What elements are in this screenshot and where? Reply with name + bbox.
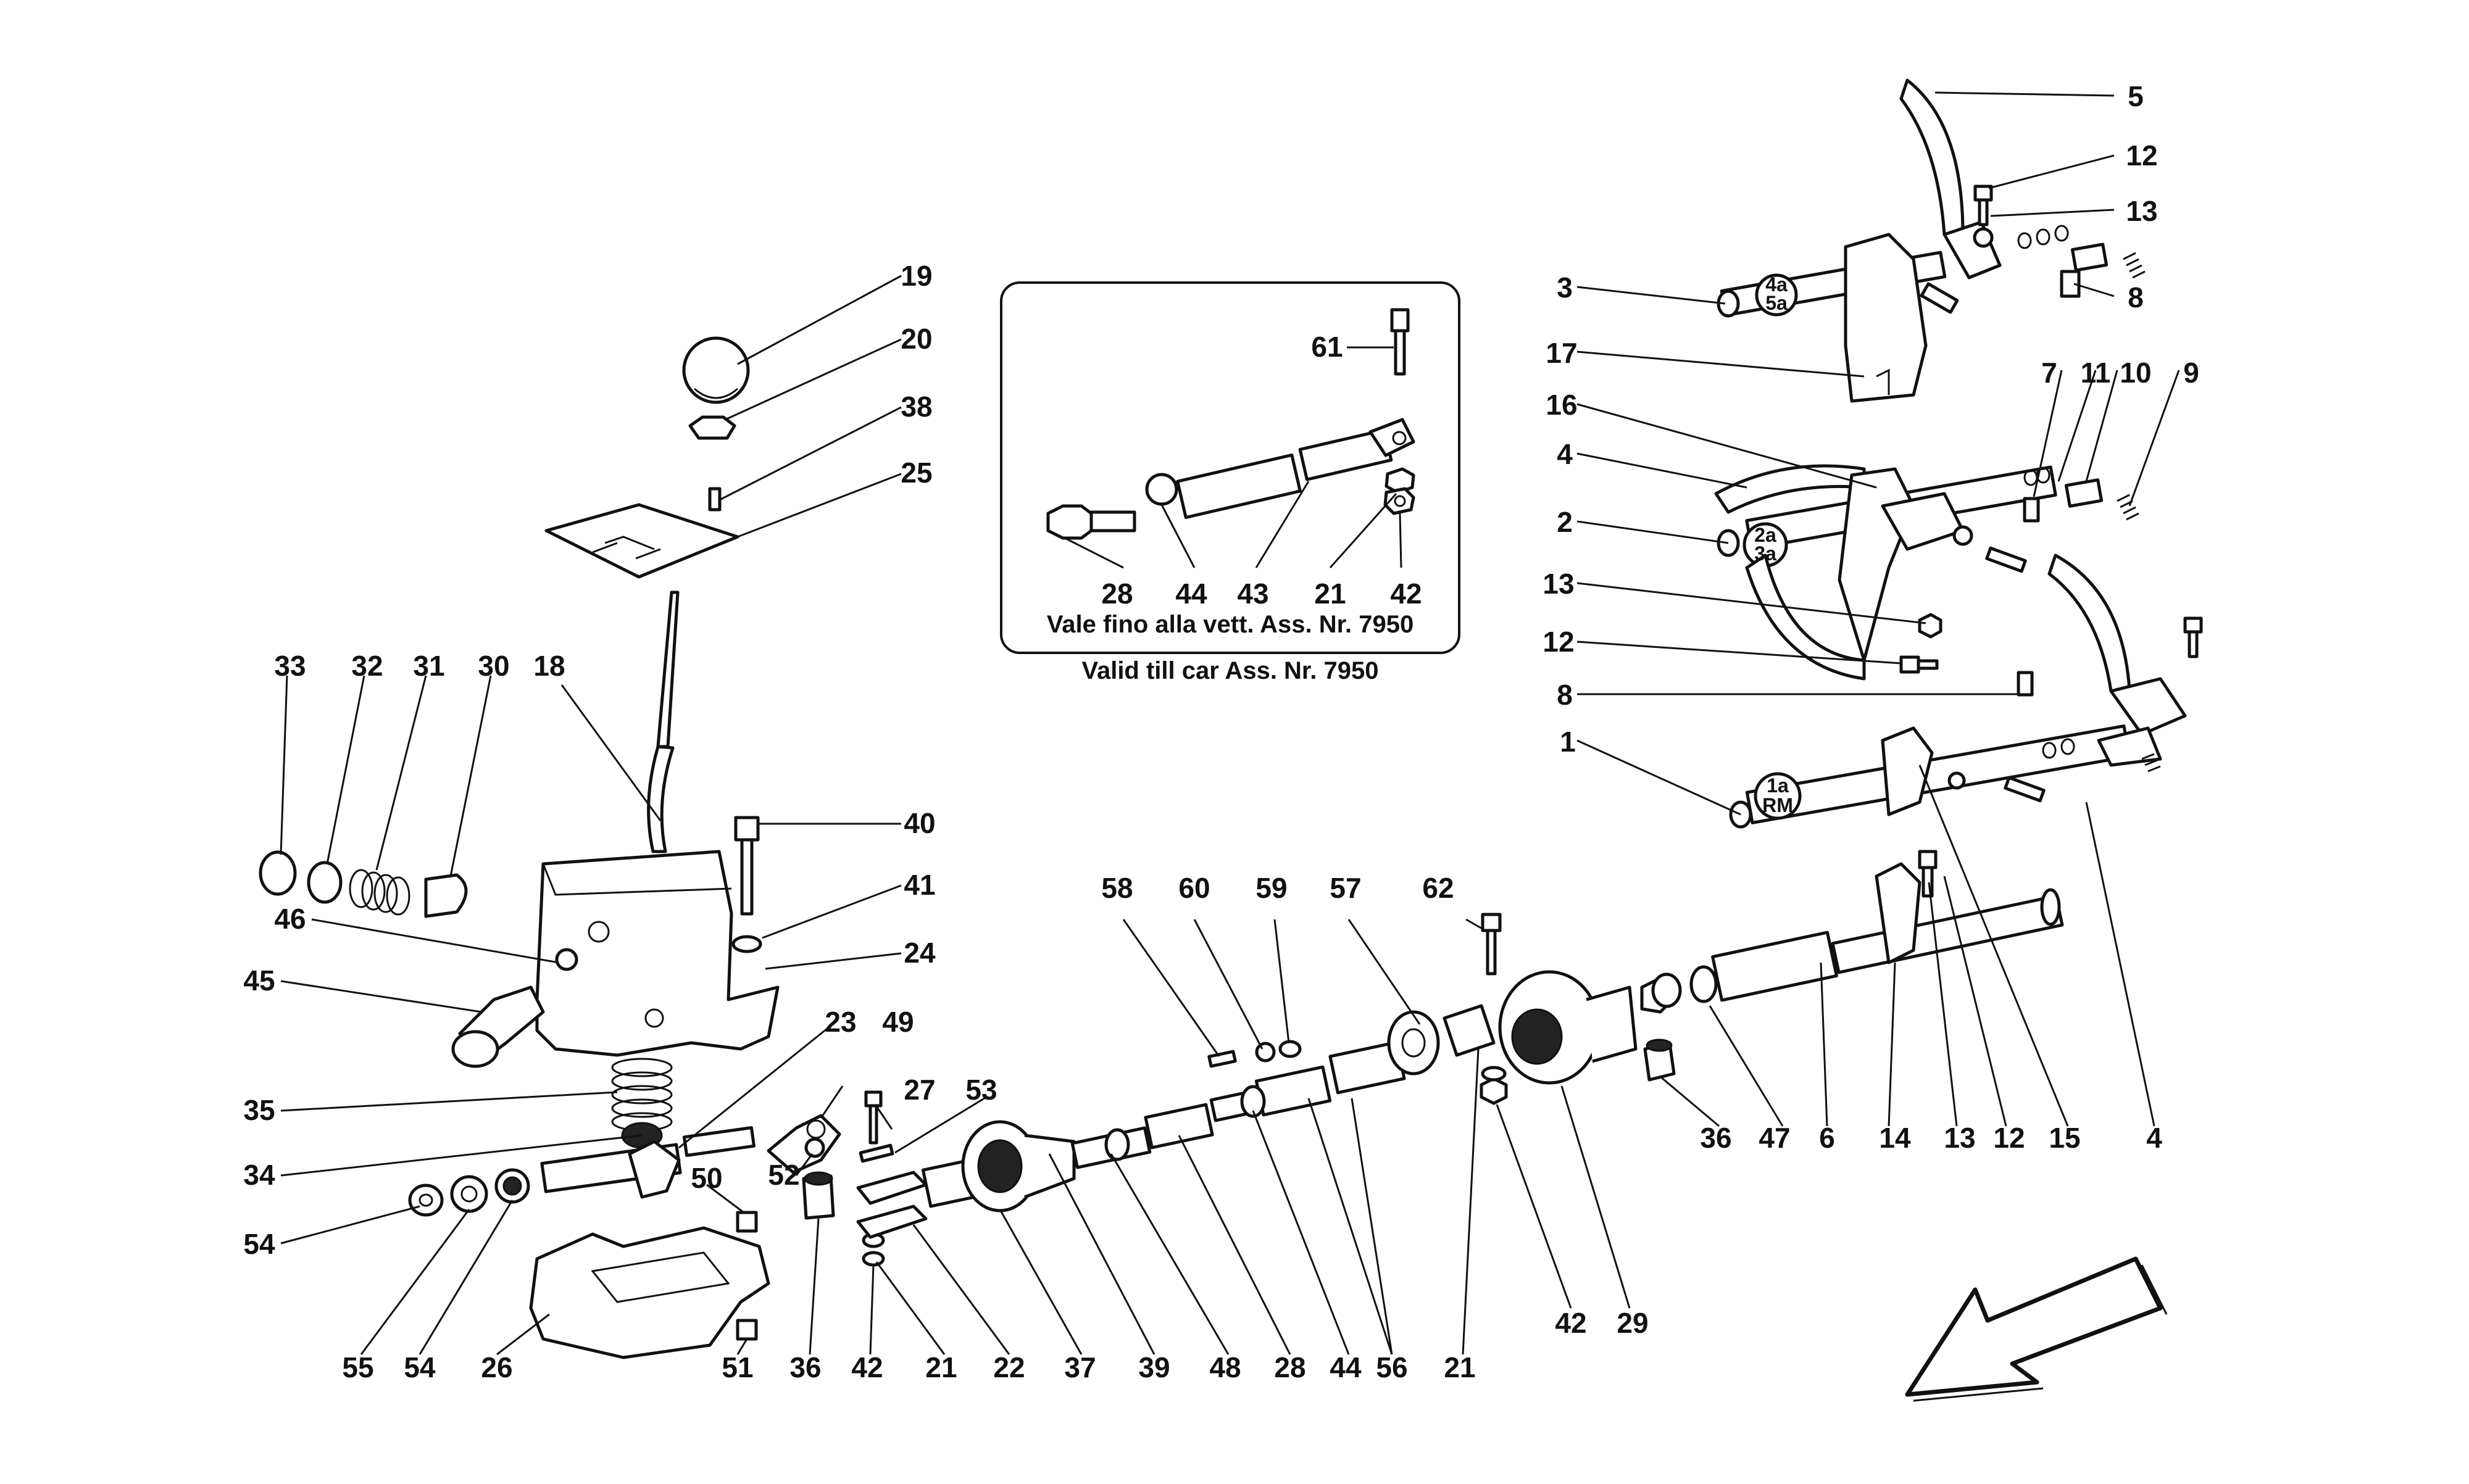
shift-housing [535, 850, 780, 1057]
callout-9-63: 9 [2183, 357, 2199, 389]
callout-34-19: 34 [243, 1159, 275, 1191]
callout-26-24: 26 [481, 1351, 512, 1383]
callout-62-44: 62 [1422, 872, 1454, 904]
callout-56-36: 56 [1376, 1351, 1407, 1383]
callout-6-47: 6 [1819, 1122, 1835, 1154]
callout-11-61: 11 [2081, 357, 2111, 389]
callout-25-3: 25 [901, 457, 932, 489]
callout-53-18: 53 [965, 1074, 997, 1106]
rail-mark-5a: 5a [1765, 292, 1788, 314]
callout-18-4: 18 [533, 650, 565, 682]
callout-43-73: 43 [1237, 578, 1268, 610]
callout-4-64: 4 [1557, 438, 1573, 470]
callout-46-12: 46 [274, 903, 306, 935]
callout-54-23: 54 [404, 1351, 436, 1383]
shift-gate-plate [544, 503, 739, 579]
callout-61-70: 61 [1311, 331, 1343, 363]
callout-28-34: 28 [1274, 1351, 1305, 1383]
callout-13-66: 13 [1543, 568, 1574, 600]
callout-14-48: 14 [1879, 1122, 1911, 1154]
callout-50-25: 50 [691, 1162, 722, 1194]
direction-arrow-icon [1905, 1256, 2168, 1402]
callout-24-11: 24 [904, 937, 936, 969]
callout-13-49: 13 [1944, 1122, 1975, 1154]
callout-27-17: 27 [904, 1074, 935, 1106]
callout-31-7: 31 [413, 650, 444, 682]
callout-2-65: 2 [1557, 506, 1573, 538]
callout-22-30: 22 [993, 1351, 1025, 1383]
callout-21-37: 21 [1444, 1351, 1475, 1383]
callout-15-51: 15 [2049, 1122, 2080, 1154]
selector-rails [1714, 78, 2203, 829]
callout-16-59: 16 [1546, 389, 1577, 421]
callout-12-67: 12 [1543, 626, 1574, 658]
linkage-shaft [767, 850, 2064, 1267]
callout-58-40: 58 [1101, 872, 1133, 904]
callout-8-68: 8 [1557, 679, 1573, 711]
callout-48-33: 48 [1209, 1351, 1241, 1383]
part-callouts: 19 20 38 25 18 33 32 31 30 40 41 24 46 4… [243, 80, 2199, 1383]
callout-32-6: 32 [351, 650, 383, 682]
callout-35-14: 35 [243, 1094, 275, 1126]
shift-lever-assembly [259, 336, 780, 1359]
callout-37-31: 37 [1064, 1351, 1096, 1383]
callout-20-1: 20 [901, 323, 932, 355]
callout-5-53: 5 [2128, 80, 2144, 112]
rail-mark-3a: 3a [1754, 542, 1776, 565]
callout-12-50: 12 [1993, 1122, 2025, 1154]
callout-40-9: 40 [904, 807, 935, 839]
callout-52-20: 52 [768, 1159, 799, 1191]
callout-49-16: 49 [882, 1006, 914, 1038]
rail-marks: 4a 5a 2a 3a 1a RM [1754, 273, 1793, 816]
rail-mark-rm: RM [1762, 794, 1793, 816]
callout-12-54: 12 [2126, 139, 2157, 172]
callout-7-60: 7 [2041, 357, 2057, 389]
rail-mark-2a: 2a [1754, 524, 1776, 546]
callout-36-45: 36 [1700, 1122, 1731, 1154]
callout-3-56: 3 [1557, 272, 1573, 304]
callout-21-74: 21 [1314, 578, 1346, 610]
inset-caption-english: Valid till car Ass. Nr. 7950 [1081, 657, 1378, 684]
callout-57-43: 57 [1330, 872, 1361, 904]
rail-mark-4a: 4a [1765, 273, 1788, 296]
callout-30-8: 30 [478, 650, 509, 682]
callout-54-21: 54 [243, 1228, 275, 1260]
rail-mark-1a: 1a [1767, 774, 1789, 797]
callout-42-38: 42 [1555, 1307, 1586, 1339]
callout-51-26: 51 [722, 1351, 753, 1383]
callout-55-22: 55 [342, 1351, 373, 1383]
callout-4-52: 4 [2146, 1122, 2162, 1154]
callout-41-10: 41 [904, 869, 935, 901]
callout-29-39: 29 [1617, 1307, 1648, 1339]
callout-33-5: 33 [274, 650, 306, 682]
callout-8-57: 8 [2128, 281, 2144, 313]
callout-44-72: 44 [1175, 578, 1207, 610]
callout-45-13: 45 [243, 964, 275, 997]
callout-36-27: 36 [789, 1351, 821, 1383]
inset-box [1000, 281, 1460, 654]
callout-1-69: 1 [1560, 726, 1576, 758]
callout-42-28: 42 [851, 1351, 883, 1383]
callout-21-29: 21 [925, 1351, 957, 1383]
callout-10-62: 10 [2120, 357, 2151, 389]
inset-caption-italian: Vale fino alla vett. Ass. Nr. 7950 [1047, 611, 1414, 638]
callout-23-15: 23 [825, 1006, 856, 1038]
callout-59-42: 59 [1255, 872, 1287, 904]
callout-42-75: 42 [1390, 578, 1422, 610]
callout-47-46: 47 [1759, 1122, 1790, 1154]
gear-knob [682, 336, 750, 404]
callout-13-55: 13 [2126, 195, 2157, 227]
callout-44-35: 44 [1330, 1351, 1362, 1383]
callout-28-71: 28 [1101, 578, 1133, 610]
callout-17-58: 17 [1546, 337, 1577, 369]
leader-lines [280, 91, 2180, 1356]
callout-39-32: 39 [1138, 1351, 1170, 1383]
base-bracket [529, 1226, 770, 1359]
callout-19-0: 19 [901, 260, 932, 292]
callout-60-41: 60 [1178, 872, 1210, 904]
callout-38-2: 38 [901, 391, 932, 423]
